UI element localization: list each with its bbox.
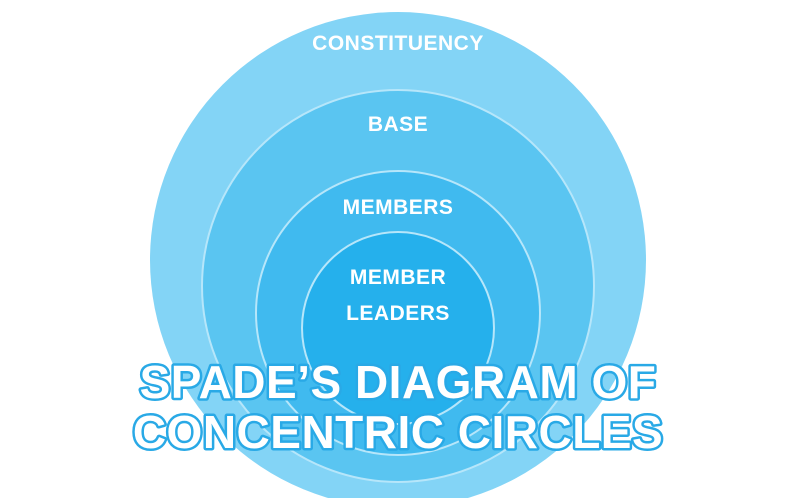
constituency-label: CONSTITUENCY xyxy=(312,32,484,55)
diagram-title-line-2: CONCENTRIC CIRCLES xyxy=(133,406,663,458)
diagram-title-line-1: SPADE’S DIAGRAM OF xyxy=(140,356,657,408)
member-leaders-label-line-1: MEMBER xyxy=(350,266,446,289)
member-leaders-circle xyxy=(301,231,495,425)
base-label: BASE xyxy=(368,113,428,136)
member-leaders-label-line-2: LEADERS xyxy=(346,302,450,325)
members-label: MEMBERS xyxy=(343,196,454,219)
